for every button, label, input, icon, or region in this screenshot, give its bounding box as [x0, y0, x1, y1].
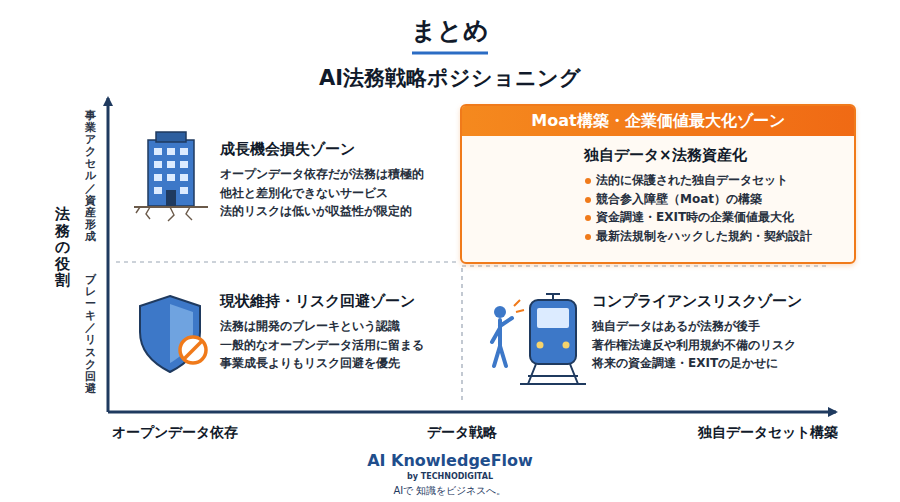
zone-heading: コンプライアンスリスクゾーン [592, 292, 846, 311]
divider [116, 261, 458, 262]
zone-text: 他社と差別化できないサービス [220, 184, 468, 203]
quadrant-zone: 現状維持・リスク回避ゾーン法務は開発のブレーキという認識一般的なオープンデータ活… [220, 292, 468, 373]
axis-title: データ戦略 [362, 424, 562, 442]
bullet-dot [585, 178, 591, 184]
bullet-item: 法的に保護された独自データセット [584, 171, 848, 190]
y-axis [107, 98, 110, 412]
bullet-item: 資金調達・EXIT時の企業価値最大化 [584, 208, 848, 227]
brand-sub: by TECHNODIGITAL [0, 472, 900, 481]
zone-text: 将来の資金調達・EXITの足かせに [592, 354, 846, 373]
title: まとめ [0, 14, 900, 47]
divider [461, 268, 462, 404]
zone-text: オープンデータ依存だが法務は積極的 [220, 165, 468, 184]
x-axis [108, 411, 836, 414]
title-underline [412, 52, 488, 55]
zone-text: 独自データはあるが法務が後手 [592, 317, 846, 336]
bullet-text: 資金調達・EXIT時の企業価値最大化 [596, 210, 794, 224]
bullet-text: 競合参入障壁（Moat）の構築 [596, 192, 762, 206]
quadrant-zone: 成長機会損失ゾーンオープンデータ依存だが法務は積極的他社と差別化できないサービス… [220, 140, 468, 221]
axis-end-label: 事業アクセル／資産形成 [85, 110, 96, 243]
train-icon [492, 294, 586, 384]
subtitle: AI法務戦略ポジショニング [0, 64, 900, 92]
axis-title: 法務の役割 [55, 206, 70, 289]
bullet-dot [585, 215, 591, 221]
building-icon [134, 132, 208, 221]
zone-text: 事業成長よりもリスク回避を優先 [220, 354, 468, 373]
zone-heading: 成長機会損失ゾーン [220, 140, 468, 159]
bullet-dot [585, 197, 591, 203]
shield-icon [140, 296, 206, 372]
bullet-text: 法的に保護された独自データセット [596, 173, 788, 187]
zone-text: 法務は開発のブレーキという認識 [220, 317, 468, 336]
zone-heading: 現状維持・リスク回避ゾーン [220, 292, 468, 311]
zone-text: 著作権法違反や利用規約不備のリスク [592, 336, 846, 355]
bullet-dot [585, 234, 591, 240]
axis-end-label: ブレーキ／リスク回避 [85, 274, 96, 395]
brand-tagline: AIで 知識をビジネスへ。 [0, 484, 900, 498]
highlight-zone: Moat構築・企業価値最大化ゾーン独自データ×法務資産化法的に保護された独自デー… [460, 104, 856, 264]
bullet-text: 最新法規制をハックした規約・契約設計 [596, 229, 812, 243]
zone-text: 一般的なオープンデータ活用に留まる [220, 336, 468, 355]
axis-label: 独自データセット構築 [620, 424, 838, 442]
divider [462, 265, 830, 266]
bullet-item: 最新法規制をハックした規約・契約設計 [584, 227, 848, 246]
brand-name: AI KnowledgeFlow [0, 451, 900, 470]
zone-header: Moat構築・企業価値最大化ゾーン [462, 106, 854, 136]
zone-body: 独自データ×法務資産化法的に保護された独自データセット競合参入障壁（Moat）の… [584, 136, 854, 253]
zone-heading: 独自データ×法務資産化 [584, 146, 848, 165]
quadrant-zone: コンプライアンスリスクゾーン独自データはあるが法務が後手著作権法違反や利用規約不… [592, 292, 846, 373]
zone-text: 法的リスクは低いが収益性が限定的 [220, 202, 468, 221]
bullet-item: 競合参入障壁（Moat）の構築 [584, 190, 848, 209]
axis-label: オープンデータ依存 [112, 424, 238, 442]
